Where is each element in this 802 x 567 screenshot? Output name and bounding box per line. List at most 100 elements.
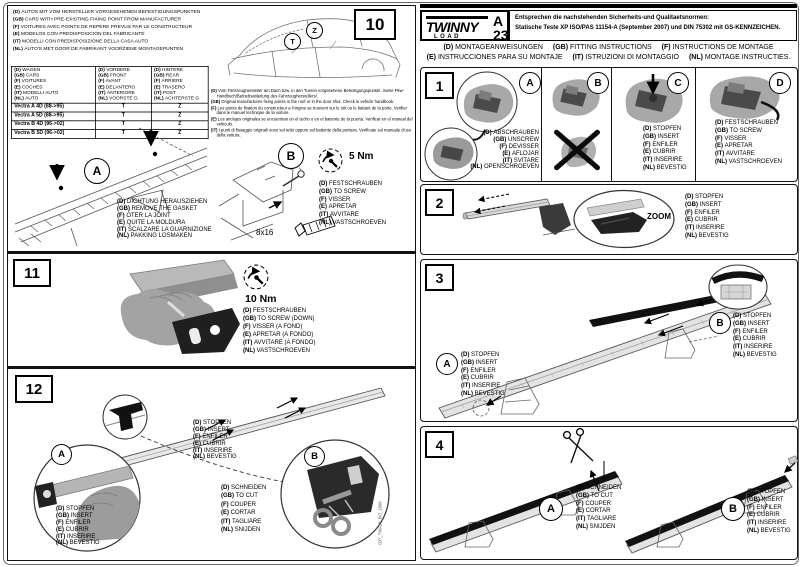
fitting-label: (GB) FITTING INSTRUCTIONS xyxy=(552,44,652,51)
instruction-line: (F) ENFILER xyxy=(685,209,720,216)
list-line: (E) TRASERO xyxy=(154,84,185,90)
vehicle-table-header-row: (D) WAGEN(GB) CARS(F) VOITURES(E) COCHES… xyxy=(11,65,209,104)
instruction-line: (IT) INSERIRE xyxy=(56,533,96,540)
instruction-line: (D) STOPFEN xyxy=(56,506,95,512)
instruction-line: (IT) AVVITARE (A FONDO) xyxy=(243,340,316,347)
instruction-line: (IT) AVVITARE xyxy=(715,151,755,158)
instruction-line: (IT) INSERIRE xyxy=(685,225,725,232)
list-line: (E) COCHES xyxy=(14,84,43,90)
instruction-line: (D) SCHNEIDEN xyxy=(221,485,267,491)
instruction-line: (D) STOPFEN xyxy=(643,126,682,132)
instruction-line: (F) ENFILER xyxy=(643,141,678,148)
instruction-line: (E) CUBRIR xyxy=(733,336,766,343)
note-line: (IT) MODELLI CON PREDISPOSIZIONE DELLA C… xyxy=(13,39,149,45)
clamp-unscrew-photos xyxy=(424,71,518,181)
gasket-instruction-list: (D) DICHTUNG HERAUSZIEHEN(GB) REMOVE THE… xyxy=(117,199,212,240)
instruction-line: (E) CORTAR xyxy=(221,510,256,517)
insert-instruction-list: (D) STOPFEN(GB) INSERT(F) ENFILER(E) CUB… xyxy=(643,126,687,173)
instruction-line: (E) CUBRIR xyxy=(685,217,718,224)
bar-slide-illustration xyxy=(462,193,576,236)
instruction-line: (GB) INSERT xyxy=(733,320,770,327)
instruction-line: (IT) SVITARE xyxy=(502,157,539,164)
fitting-instructions-line-1: (D) MONTAGEANWEISUNGEN (GB) FITTING INSTR… xyxy=(420,44,797,51)
instruction-line: (F) ENFILER xyxy=(56,519,91,526)
cut-instruction-list: (D) SCHNEIDEN(GB) TO CUT(F) COUPER(E) CO… xyxy=(576,485,621,532)
instruction-line: (IT) INSERIRE xyxy=(461,383,501,390)
sheet-outer-frame xyxy=(3,2,799,565)
handbook-note-line: (E) Los anclajes originales se encuentra… xyxy=(211,117,413,127)
instruction-line: (D) STOPFEN xyxy=(685,194,724,200)
zoom-label: ZOOM xyxy=(647,212,671,221)
panel-divider xyxy=(541,68,543,181)
instruction-line: (D) SCHNEIDEN xyxy=(576,485,622,491)
instruction-line: (IT) INSERIRE xyxy=(643,157,683,164)
screw-instruction-list: (D) FESTSCHRAUBEN(GB) TO SCREW(F) VISSER… xyxy=(715,120,782,167)
instruction-line: (NL) VASTSCHROEVEN xyxy=(243,348,310,355)
model-code: A 23 xyxy=(493,13,509,43)
note-line: (NL) AUTO'S MET DOOR DE FABRIKANT VOORZI… xyxy=(13,46,184,52)
instruction-line: (GB) INSERT xyxy=(461,359,498,366)
instruction-line: (E) CORTAR xyxy=(576,508,611,515)
instruction-line: (E) APRETAR (A FONDO) xyxy=(243,332,314,339)
torque-value: 5 Nm xyxy=(349,151,374,162)
sub-step-marker-b: B xyxy=(721,497,745,521)
list-line: (E) DELANTERO xyxy=(98,84,136,90)
instruction-line: (NL) BEVESTIG xyxy=(643,164,687,171)
instruction-line: (D) STOPFEN xyxy=(733,313,772,319)
vehicle-model: Vectra B 5D (96->02) xyxy=(11,129,96,139)
fitting-instructions-line-2: (E) INSTRUCCIONES PARA SU MONTAJE(IT) IS… xyxy=(420,54,797,61)
instruction-line: (NL) VASTSCHROEVEN xyxy=(715,158,782,165)
sub-step-marker-b: B xyxy=(587,72,609,94)
zoom-detail-ellipse xyxy=(573,189,675,249)
screw-down-instruction-list: (D) FESTSCHRAUBEN(GB) TO SCREW (DOWN)(F)… xyxy=(243,307,315,356)
step-3-panel: 3 xyxy=(420,259,798,422)
norms-box: Entsprechen die nachstehenden Sicherheit… xyxy=(509,10,797,41)
instruction-line: (IT) INSERIRE xyxy=(733,344,773,351)
instruction-line: (NL) BEVESTIG xyxy=(747,527,791,534)
vehicle-model: Vectra A 5D (88->95) xyxy=(11,111,96,122)
instruction-line: (F) VISSER xyxy=(319,196,351,203)
fixing-position-code: T xyxy=(94,111,152,122)
list-line: (D) HINTERE xyxy=(154,67,184,73)
insert-instruction-list: (D) STOPFEN(GB) INSERT(F) ENFILER(E) CUB… xyxy=(685,194,729,241)
instruction-line: (D) ABSCHRAUBEN xyxy=(483,130,539,136)
instruction-line: (D) STOPFEN xyxy=(193,420,232,426)
handbook-note-line: (D) Vom Fahrzeughersteller am Dach bzw. … xyxy=(211,89,405,99)
list-line: (IT) ANTERIORE xyxy=(98,90,135,96)
instruction-line: (IT) TAGLIARE xyxy=(576,516,617,523)
fitting-label: (IT) ISTRUZIONI DI MONTAGGIO xyxy=(572,54,679,61)
fixing-position-code: Z xyxy=(150,111,209,122)
list-line: (NL) AUTO xyxy=(14,96,39,102)
detail-marker-a: A xyxy=(84,158,110,184)
list-line: (F) ARRIERE xyxy=(154,79,183,84)
torque-icon xyxy=(243,264,269,290)
instruction-line: (E) CUBRIR xyxy=(747,512,780,519)
sub-step-marker-c: C xyxy=(667,72,689,94)
fixing-points-note: (D) AUTOS MIT VOM HERSTELLER VORGESEHENE… xyxy=(13,9,213,53)
instruction-line: (D) DICHTUNG HERAUSZIEHEN xyxy=(117,199,208,205)
instruction-line: (GB) TO SCREW xyxy=(715,127,762,134)
panel-divider xyxy=(695,68,697,181)
step-4-panel: 4 A (D) SCHNEI xyxy=(420,426,799,560)
fitting-label: (D) MONTAGEANWEISUNGEN xyxy=(443,44,543,51)
step-4-number: 4 xyxy=(425,431,454,458)
instruction-line: (IT) SCALZARE LA GUARNIZIONE xyxy=(117,226,212,233)
fixing-position-code: Z xyxy=(150,102,209,113)
instruction-line: (D) FESTSCHRAUBEN xyxy=(243,308,307,314)
instruction-line: (D) STOPFEN xyxy=(461,352,500,358)
step-12-number: 12 xyxy=(15,375,53,403)
step-2-number: 2 xyxy=(425,189,454,216)
note-line: (GB) CARS WITH PRE-EXISTING FIXING POINT… xyxy=(13,17,182,23)
brand-name: TWINNY xyxy=(426,18,479,35)
instruction-line: (E) CUBRIR xyxy=(461,375,494,382)
fitting-label: (NL) MONTAGE INSTRUCTIES. xyxy=(688,54,791,61)
detail-marker-a: A xyxy=(51,444,72,465)
step-3-number: 3 xyxy=(425,264,454,291)
tighten-strap-photo xyxy=(709,76,780,121)
instruction-line: (NL) SNIJDEN xyxy=(221,526,261,533)
detail-marker-b: B xyxy=(278,143,304,169)
sub-step-marker-a: A xyxy=(519,72,541,94)
list-line: (GB) FRONT xyxy=(98,73,127,79)
